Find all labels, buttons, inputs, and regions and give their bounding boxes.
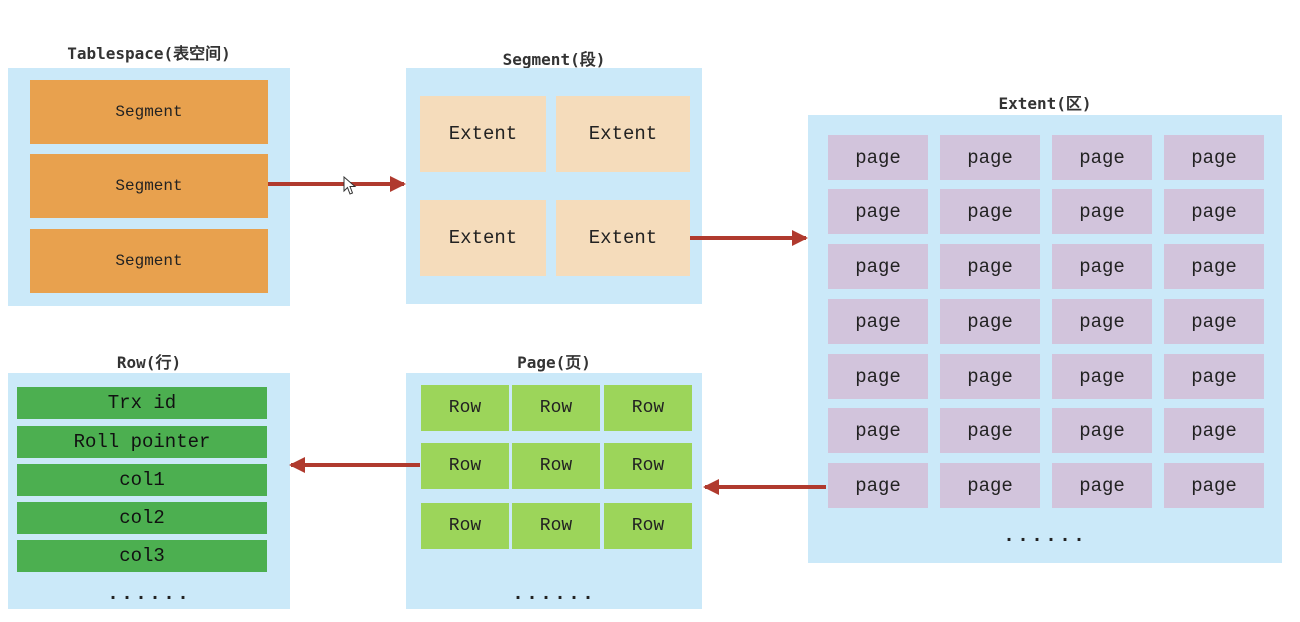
page-box: page	[1164, 299, 1264, 344]
row-box: Row	[421, 385, 509, 431]
row-field-col3: col3	[17, 540, 267, 572]
row-box: Row	[421, 503, 509, 549]
segment-extent-box: Extent	[556, 96, 690, 172]
page-box: page	[940, 244, 1040, 289]
page-box: page	[1164, 354, 1264, 399]
page-box: page	[828, 408, 928, 453]
tablespace-segment-box: Segment	[30, 80, 268, 144]
page-box: page	[940, 189, 1040, 234]
page-box: page	[1164, 244, 1264, 289]
row-box: Row	[604, 385, 692, 431]
extent-more-dots: ......	[1002, 525, 1087, 548]
page-box: page	[1052, 244, 1152, 289]
tablespace-panel: Segment Segment Segment	[8, 68, 290, 306]
extent-title: Extent(区)	[998, 94, 1092, 113]
row-box: Row	[421, 443, 509, 489]
page-box: page	[1052, 189, 1152, 234]
segment-extent-box: Extent	[420, 200, 546, 276]
segment-panel: Extent Extent Extent Extent	[406, 68, 702, 304]
page-title: Page(页)	[517, 353, 591, 372]
page-box: page	[940, 463, 1040, 508]
row-more-dots: ......	[106, 583, 191, 606]
page-box: page	[828, 354, 928, 399]
page-box: page	[828, 244, 928, 289]
row-field-trx-id: Trx id	[17, 387, 267, 419]
row-field-roll-pointer: Roll pointer	[17, 426, 267, 458]
tablespace-segment-box: Segment	[30, 154, 268, 218]
row-box: Row	[512, 385, 600, 431]
tablespace-segment-box: Segment	[30, 229, 268, 293]
row-box: Row	[604, 443, 692, 489]
segment-extent-box: Extent	[556, 200, 690, 276]
page-box: page	[1052, 299, 1152, 344]
row-box: Row	[604, 503, 692, 549]
row-box: Row	[512, 443, 600, 489]
page-box: page	[940, 299, 1040, 344]
row-box: Row	[512, 503, 600, 549]
row-field-col2: col2	[17, 502, 267, 534]
segment-title: Segment(段)	[502, 50, 606, 69]
page-box: page	[828, 463, 928, 508]
page-box: page	[940, 408, 1040, 453]
page-box: page	[940, 354, 1040, 399]
row-field-col1: col1	[17, 464, 267, 496]
page-box: page	[1164, 463, 1264, 508]
page-box: page	[1164, 189, 1264, 234]
page-box: page	[828, 189, 928, 234]
row-title: Row(行)	[116, 353, 182, 372]
segment-extent-box: Extent	[420, 96, 546, 172]
mouse-cursor-icon	[343, 176, 357, 195]
page-box: page	[828, 135, 928, 180]
page-box: page	[1052, 135, 1152, 180]
page-more-dots: ......	[511, 583, 596, 606]
page-box: page	[1052, 408, 1152, 453]
extent-panel: page page page page page page page page page page…	[808, 115, 1282, 563]
page-box: page	[1164, 408, 1264, 453]
page-box: page	[1052, 354, 1152, 399]
row-panel: Trx id Roll pointer col1 col2 col3 .....…	[8, 373, 290, 609]
page-box: page	[1052, 463, 1152, 508]
page-box: page	[940, 135, 1040, 180]
tablespace-title: Tablespace(表空间)	[67, 44, 231, 63]
page-box: page	[1164, 135, 1264, 180]
page-box: page	[828, 299, 928, 344]
